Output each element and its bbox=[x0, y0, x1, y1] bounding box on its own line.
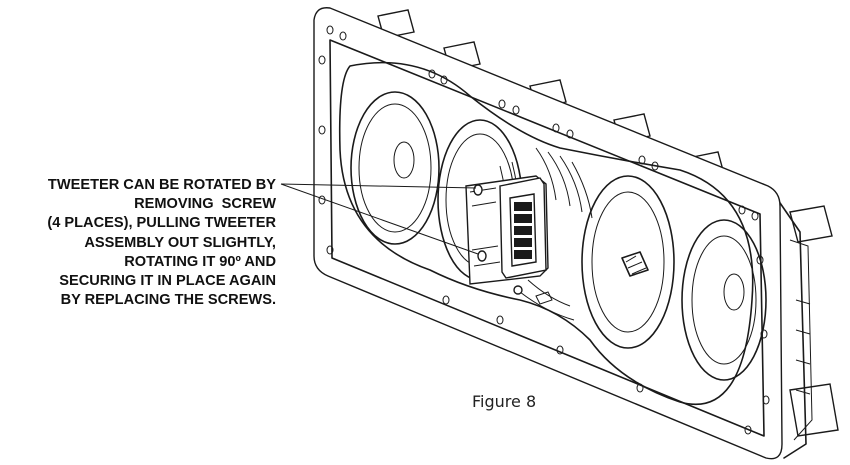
tweeter-assembly bbox=[465, 175, 553, 305]
callout-line-2: REMOVING SCREW bbox=[134, 196, 276, 213]
frame-screw-holes bbox=[318, 25, 770, 435]
leader-line-upper bbox=[280, 183, 477, 189]
callout-line-7: BY REPLACING THE SCREWS. bbox=[60, 292, 276, 309]
outer-frame bbox=[313, 7, 783, 460]
baffle bbox=[338, 61, 754, 406]
figure-caption: Figure 8 bbox=[472, 392, 537, 411]
woofer-1 bbox=[350, 91, 440, 245]
callout-line-4: ASSEMBLY OUT SLIGHTLY, bbox=[84, 234, 276, 251]
callout-line-1: TWEETER CAN BE ROTATED BY bbox=[47, 177, 276, 193]
callout-line-6: SECURING IT IN PLACE AGAIN bbox=[59, 273, 276, 290]
callout-line-5: ROTATING IT 90º AND bbox=[124, 253, 276, 270]
leader-line-lower bbox=[280, 183, 479, 255]
callout-text: TWEETER CAN BE ROTATED BY REMOVING SCREW… bbox=[2, 176, 276, 310]
woofer-3 bbox=[581, 175, 675, 349]
callout-line-3: (4 PLACES), PULLING TWEETER bbox=[47, 215, 276, 232]
woofer-4 bbox=[681, 219, 767, 381]
